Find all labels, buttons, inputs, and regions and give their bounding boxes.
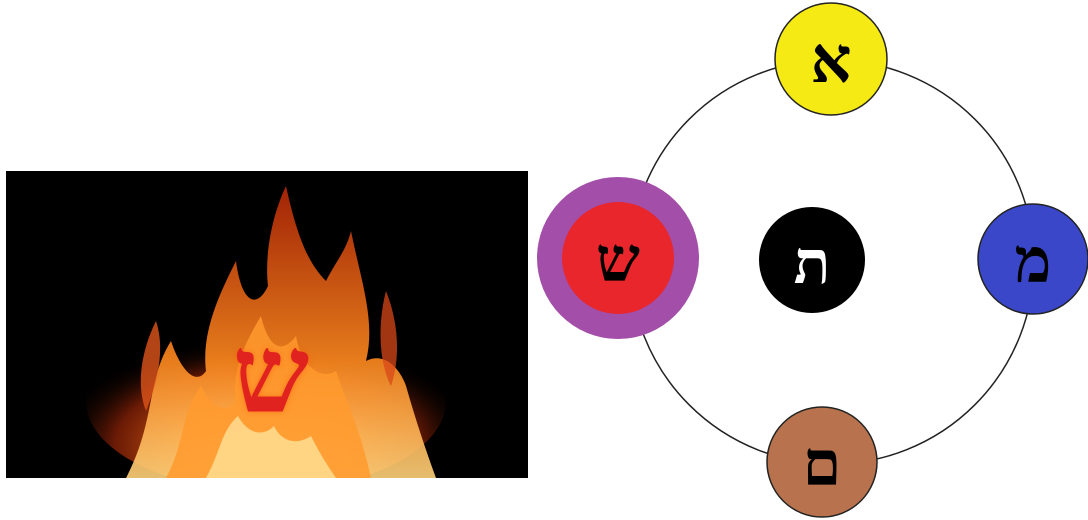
fire-shin-letter: ש	[232, 312, 310, 438]
node-mem: מ	[977, 203, 1088, 315]
node-final-mem-letter: ם	[803, 427, 842, 500]
letter-ring-diagram: א מ ם ש ת	[537, 2, 1088, 518]
fire-image-panel: ש	[6, 171, 528, 478]
node-tav-center: ת	[759, 207, 865, 313]
node-tav-letter: ת	[794, 228, 831, 298]
flame-illustration	[86, 186, 446, 478]
node-mem-letter: מ	[1015, 224, 1052, 297]
node-aleph-letter: א	[810, 23, 851, 98]
node-final-mem: ם	[766, 406, 878, 518]
node-aleph: א	[774, 2, 888, 116]
node-shin: ש	[537, 177, 699, 339]
node-shin-letter: ש	[596, 223, 640, 296]
